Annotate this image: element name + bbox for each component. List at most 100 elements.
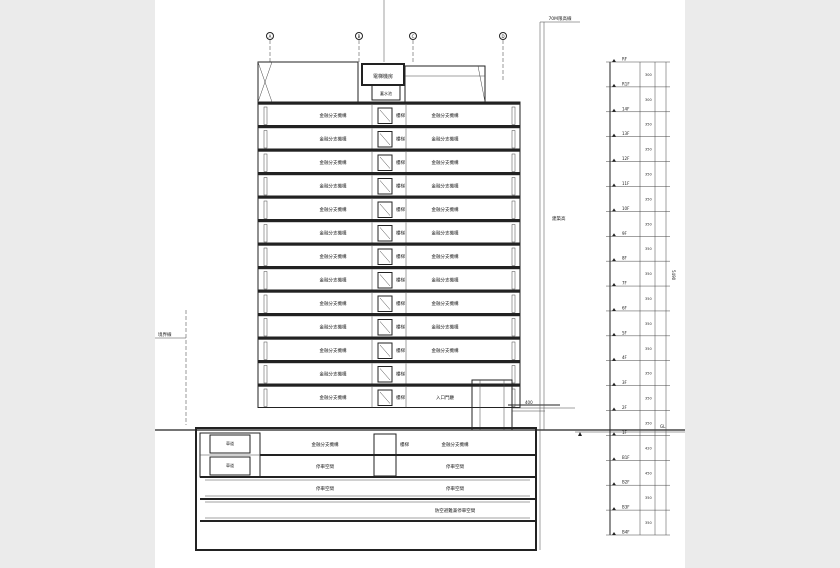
b1-core-label: 樓梯 (400, 441, 409, 448)
b1-right-label: 金融分支機構 (442, 441, 469, 448)
floor-right-label: 金融分支機構 (432, 136, 459, 143)
height-limit-label: 70M限高線 (548, 15, 572, 22)
level-dimension: 350 (645, 272, 652, 276)
b1-left-label: 金融分支機構 (312, 441, 339, 448)
level-dimension: 350 (645, 173, 652, 177)
floor-core-label: 樓梯 (396, 324, 405, 331)
floor-left-label: 金融分支機構 (320, 112, 347, 119)
floor-core-label: 樓梯 (396, 394, 405, 401)
level-label: 6F (622, 305, 628, 310)
floor-right-label: 金融分支機構 (432, 159, 459, 166)
water-tank-label: 蓄水池 (380, 90, 392, 96)
floor-right-label: 金融分支機構 (432, 253, 459, 260)
svg-text:A: A (269, 34, 272, 39)
level-label: B4F (622, 530, 630, 535)
floor-left-label: 金融分支機構 (320, 183, 347, 190)
level-label: 5F (622, 330, 628, 335)
level-label: 14F (622, 106, 630, 111)
level-label: RF (622, 57, 628, 62)
floor-left-label: 金融分支機構 (320, 159, 347, 166)
floor-core-label: 樓梯 (396, 300, 405, 307)
level-dimension: 350 (645, 397, 652, 401)
b1-ramp-label: 車道 (226, 440, 234, 446)
level-mark: 10F 350 (606, 206, 670, 226)
level-mark: 14F 350 (606, 106, 670, 127)
grid-bubble-d: D (499, 32, 507, 40)
floor-right-label: 金融分支機構 (432, 183, 459, 190)
building-height-label: 建築高 (552, 215, 566, 222)
ground-level-label: GL (660, 424, 666, 429)
drawing-sheet (155, 0, 685, 568)
floor-core-label: 樓梯 (396, 253, 405, 260)
setback-dimension: 400 (525, 400, 533, 405)
floor-row: 金融分支機構 樓梯 金融分支機構 (257, 289, 521, 314)
b3-right-label: 停車空間 (446, 485, 464, 492)
level-mark: 12F 350 (606, 156, 670, 177)
floor-left-label: 金融分支機構 (320, 371, 347, 378)
floor-left-label: 金融分支機構 (320, 136, 347, 143)
floor-row: 金融分支機構樓梯金融分支機構 (257, 313, 521, 338)
floor-left-label: 金融分支機構 (320, 394, 347, 401)
b2-right-label: 停車空間 (446, 463, 464, 470)
level-dimension: 350 (645, 123, 652, 127)
level-marker (578, 432, 582, 436)
level-dimension: 350 (645, 322, 652, 326)
grid-axes: A B C D (266, 32, 507, 80)
level-label: 2F (622, 405, 628, 410)
level-label: 8F (622, 256, 628, 261)
floor-right-label: 金融分支機構 (432, 300, 459, 307)
level-dimension: 300 (645, 98, 652, 102)
floor-core-label: 樓梯 (396, 371, 405, 378)
level-dimension: 350 (645, 421, 652, 425)
level-label: B2F (622, 480, 630, 485)
level-mark: R1F 300 (606, 81, 670, 102)
roof-structure: 電梯機房 蓄水池 (257, 61, 486, 103)
floor-right-label: 金融分支機構 (432, 277, 459, 284)
level-label: R1F (622, 81, 630, 86)
level-dimension: 350 (645, 297, 652, 301)
floor-left-label: 金融分支機構 (320, 324, 347, 331)
floor-right-label: 入口門廳 (436, 394, 454, 401)
machine-room-label: 電梯機房 (373, 73, 393, 80)
floor-core-label: 樓梯 (396, 183, 405, 190)
floor-left-label: 金融分支機構 (320, 230, 347, 237)
level-mark: B2F 350 (606, 480, 670, 500)
level-mark: 8F 350 (606, 256, 670, 276)
level-label: 12F (622, 156, 630, 161)
floor-left-label: 金融分支機構 (320, 206, 347, 213)
floor-row: 金融分支機構樓梯金融分支機構 (257, 219, 521, 244)
grid-bubble-a: A (266, 32, 274, 40)
level-label: B1F (622, 455, 630, 460)
grid-bubble-b: B (355, 32, 363, 40)
floor-row: 金融分支機構 樓梯 金融分支機構 (257, 148, 521, 173)
floor-left-label: 金融分支機構 (320, 300, 347, 307)
level-mark: B4F (606, 530, 670, 536)
floor-right-label: 金融分支機構 (432, 206, 459, 213)
level-dimension: 350 (645, 148, 652, 152)
level-label: 9F (622, 231, 628, 236)
entrance-structure: 400 (471, 379, 575, 431)
total-height-dimension: 5490 (671, 270, 676, 281)
level-dimension: 350 (645, 347, 652, 351)
level-label: 10F (622, 206, 630, 211)
svg-text:B: B (358, 34, 361, 39)
floor-right-label: 金融分支機構 (432, 347, 459, 354)
floor-left-label: 金融分支機構 (320, 347, 347, 354)
level-dimension: 350 (645, 496, 652, 500)
svg-text:D: D (501, 34, 504, 39)
floor-core-label: 樓梯 (396, 159, 405, 166)
floor-core-label: 樓梯 (396, 277, 405, 284)
level-label: 4F (622, 355, 628, 360)
level-dimension: 350 (645, 197, 652, 201)
level-dimension: 350 (645, 222, 652, 226)
level-dimension: 420 (645, 446, 652, 450)
floor-core-label: 樓梯 (396, 230, 405, 237)
